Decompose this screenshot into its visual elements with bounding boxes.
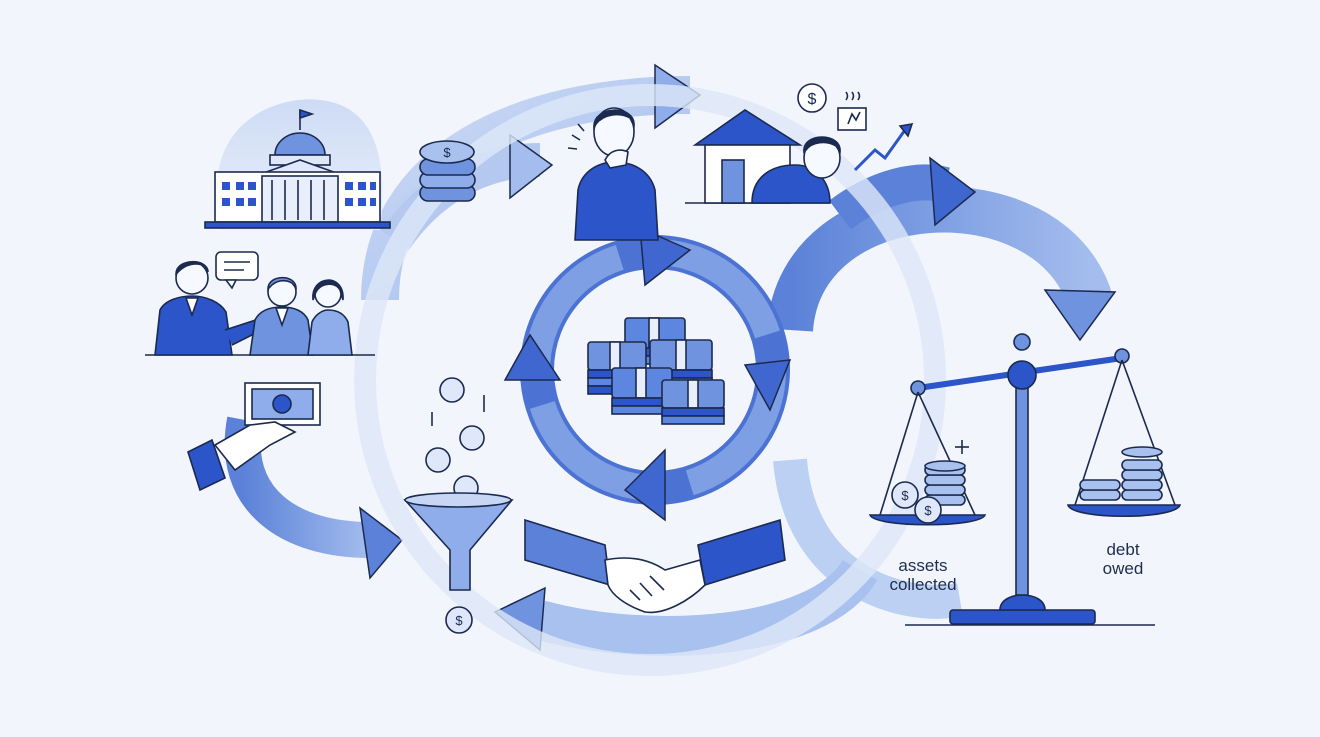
debt-label-line-1: debt bbox=[1106, 540, 1140, 559]
svg-text:$: $ bbox=[455, 613, 463, 628]
hand-holding-cash-icon bbox=[187, 382, 321, 492]
business-people-icon bbox=[145, 251, 375, 356]
svg-text:$: $ bbox=[924, 503, 932, 518]
capitol-building-icon bbox=[204, 99, 391, 231]
debt-owed-label: debt owed bbox=[1078, 540, 1168, 578]
center-cycle-ring bbox=[503, 226, 792, 522]
handshake-icon bbox=[524, 518, 786, 614]
assets-label-line-1: assets bbox=[898, 556, 948, 575]
coin-stack-icon: $ bbox=[419, 140, 476, 202]
svg-text:$: $ bbox=[808, 91, 817, 108]
thinking-person-icon bbox=[567, 107, 659, 241]
coin-dollar-sign: $ bbox=[443, 145, 451, 160]
svg-text:$: $ bbox=[901, 488, 909, 503]
cash-stacks-icon bbox=[587, 317, 725, 425]
assets-label-line-2: collected bbox=[889, 575, 957, 594]
assets-collected-label: assets collected bbox=[868, 556, 978, 594]
money-funnel-icon: $ bbox=[403, 377, 514, 634]
debt-label-line-2: owed bbox=[1102, 559, 1144, 578]
balance-scale-icon: $ $ bbox=[868, 333, 1182, 626]
house-distress-icon: $ bbox=[685, 83, 914, 204]
background-cycle-arrows bbox=[224, 63, 1117, 676]
